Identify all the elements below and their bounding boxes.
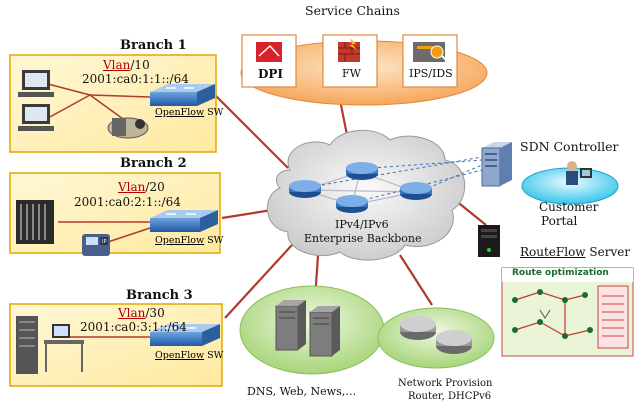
ips-ids-box[interactable] — [402, 34, 458, 88]
link-branch1-backbone — [214, 94, 289, 169]
backbone-line2: Enterprise Backbone — [304, 232, 422, 245]
link-branch2-backbone — [221, 208, 273, 220]
router-icon — [400, 316, 436, 340]
switch-name: OpenFlow — [155, 350, 205, 361]
vlan-label: Vlan — [118, 180, 146, 194]
branch1-vlan: Vlan/10 — [103, 58, 150, 72]
vlan-label: Vlan — [118, 306, 146, 320]
route-optimization-title: Route optimization — [512, 268, 609, 278]
router-icon — [336, 195, 368, 213]
provision-caption-line1: Network Provision — [398, 378, 493, 389]
vlan-id: /30 — [145, 306, 165, 320]
router-icon — [400, 182, 432, 200]
pc-icon — [18, 104, 54, 131]
router-icon — [289, 180, 321, 198]
ips-ids-label: IPS/IDS — [409, 67, 453, 80]
openflow-switch-icon — [150, 210, 218, 232]
vlan-id: /10 — [130, 58, 150, 72]
router-icon — [436, 330, 472, 354]
pc-icon — [18, 70, 54, 97]
routeflow-server-icon[interactable] — [478, 225, 500, 257]
branch2-title: Branch 2 — [120, 156, 187, 171]
route-optimization-panel — [501, 267, 634, 357]
backbone-cloud — [266, 129, 466, 261]
sdn-controller-server-icon[interactable] — [481, 142, 512, 187]
fw-label: FW — [342, 67, 361, 80]
switch-name: OpenFlow — [155, 107, 205, 118]
vlan-id: /20 — [145, 180, 165, 194]
ip-phone-icon: IP — [82, 234, 110, 256]
svg-text:IP: IP — [102, 239, 107, 245]
service-chains-title: Service Chains — [305, 3, 400, 18]
openflow-switch-icon — [150, 324, 220, 346]
sdn-controller-label: SDN Controller — [520, 139, 619, 154]
dpi-appliance-icon — [256, 42, 282, 62]
branch3-vlan: Vlan/30 — [118, 306, 165, 320]
dpi-label: DPI — [258, 67, 284, 81]
provision-caption-line2: Router, DHCPv6 — [408, 391, 492, 402]
branch2-vlan: Vlan/20 — [118, 180, 165, 194]
switch-suffix: SW — [204, 107, 224, 118]
trunk-links — [214, 94, 487, 319]
routeflow-server-label: RouteFlow Server — [520, 245, 630, 259]
switch-suffix: SW — [204, 235, 224, 246]
video-camera-icon — [107, 117, 149, 139]
vlan-label: Vlan — [103, 58, 131, 72]
link-routeflow-backbone — [454, 199, 487, 226]
customer-portal-line2: Portal — [541, 214, 578, 228]
branch2-prefix: 2001:ca0:2:1::/64 — [74, 195, 181, 209]
link-branch3-backbone — [224, 244, 293, 319]
dns-caption: DNS, Web, News,… — [247, 385, 357, 398]
operator-user-icon — [566, 161, 592, 185]
branch3-title: Branch 3 — [126, 288, 193, 303]
branch3-prefix: 2001:ca0:3:1::/64 — [80, 320, 187, 334]
workstation-desk-icon — [16, 316, 84, 374]
link-provision-backbone — [399, 254, 433, 306]
openflow-switch-icon — [150, 84, 215, 106]
backbone-line1: IPv4/IPv6 — [335, 218, 389, 231]
ips-ids-icon — [413, 42, 449, 63]
branch2-switch-label: OpenFlow SW — [155, 235, 223, 246]
branch1-switch-label: OpenFlow SW — [155, 107, 223, 118]
customer-portal-line1: Customer — [539, 200, 599, 214]
branch3-switch-label: OpenFlow SW — [155, 350, 223, 361]
branch1-title: Branch 1 — [120, 38, 187, 53]
firewall-icon — [338, 38, 360, 62]
dns-server-icon[interactable] — [275, 300, 306, 351]
branch1-prefix: 2001:ca0:1:1::/64 — [82, 72, 189, 86]
routeflow-name: RouteFlow — [520, 245, 586, 259]
server-rack-icon — [16, 200, 54, 244]
fw-box[interactable] — [322, 34, 378, 88]
routeflow-suffix: Server — [585, 245, 631, 259]
web-server-icon[interactable] — [309, 306, 340, 357]
router-icon — [346, 162, 378, 180]
switch-name: OpenFlow — [155, 235, 205, 246]
switch-suffix: SW — [204, 350, 224, 361]
dpi-box[interactable] — [241, 34, 297, 88]
